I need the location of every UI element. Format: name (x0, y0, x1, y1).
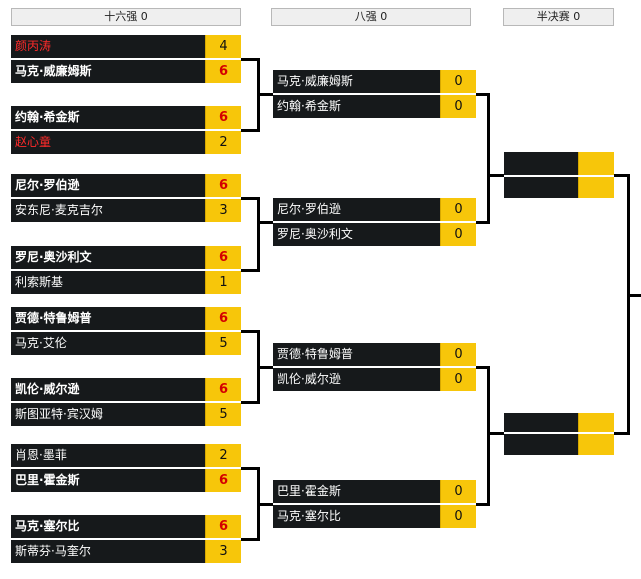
player-score: 1 (205, 271, 241, 294)
bracket-connector (476, 93, 490, 96)
player-name: 马克·塞尔比 (11, 515, 205, 538)
bracket-connector (241, 330, 259, 333)
bracket-connector (476, 366, 490, 369)
header-quarterfinals: 八强 0 (271, 8, 471, 26)
bracket-connector (627, 294, 641, 297)
bracket-connector (241, 401, 259, 404)
player-score: 6 (205, 469, 241, 492)
player-name: 贾德·特鲁姆普 (273, 343, 440, 366)
player-name: 马克·塞尔比 (273, 505, 440, 528)
bracket-connector (241, 197, 259, 200)
player-name: 约翰·希金斯 (11, 106, 205, 129)
player-name (504, 413, 578, 432)
player-score: 0 (440, 505, 476, 528)
player-name: 巴里·霍金斯 (273, 480, 440, 503)
player-name: 尼尔·罗伯逊 (11, 174, 205, 197)
player-score: 6 (205, 307, 241, 330)
bracket-connector (257, 221, 273, 224)
player-score: 0 (440, 223, 476, 246)
player-name: 赵心童 (11, 131, 205, 154)
player-name: 凯伦·威尔逊 (11, 378, 205, 401)
player-score: 6 (205, 378, 241, 401)
player-name (504, 434, 578, 455)
bracket-connector (487, 366, 490, 506)
player-score: 5 (205, 403, 241, 426)
player-score: 0 (440, 368, 476, 391)
bracket-connector (627, 174, 630, 435)
player-name (504, 177, 578, 198)
player-score: 0 (440, 95, 476, 118)
player-name: 贾德·特鲁姆普 (11, 307, 205, 330)
bracket-connector (476, 221, 490, 224)
player-name: 肖恩·墨菲 (11, 444, 205, 467)
player-name: 凯伦·威尔逊 (273, 368, 440, 391)
player-score: 0 (440, 480, 476, 503)
player-name: 斯图亚特·宾汉姆 (11, 403, 205, 426)
player-score (578, 434, 614, 455)
bracket-connector (487, 93, 490, 224)
header-round-of-16: 十六强 0 (11, 8, 241, 26)
player-score: 0 (440, 198, 476, 221)
bracket-connector (241, 269, 259, 272)
player-score: 3 (205, 199, 241, 222)
bracket-connector (257, 197, 260, 272)
player-name: 尼尔·罗伯逊 (273, 198, 440, 221)
player-score: 6 (205, 174, 241, 197)
player-score: 4 (205, 35, 241, 58)
bracket-connector (241, 129, 259, 132)
player-score: 6 (205, 515, 241, 538)
bracket-connector (257, 93, 273, 96)
bracket-connector (241, 467, 259, 470)
header-semifinals: 半决赛 0 (503, 8, 614, 26)
bracket-connector (487, 432, 504, 435)
player-score: 0 (440, 70, 476, 93)
player-score: 2 (205, 444, 241, 467)
player-name: 马克·艾伦 (11, 332, 205, 355)
player-name (504, 152, 578, 175)
player-score: 0 (440, 343, 476, 366)
bracket-connector (241, 538, 259, 541)
player-score: 6 (205, 106, 241, 129)
player-name: 利索斯基 (11, 271, 205, 294)
player-score: 6 (205, 60, 241, 83)
bracket-connector (257, 503, 273, 506)
player-name: 罗尼·奥沙利文 (273, 223, 440, 246)
player-name: 罗尼·奥沙利文 (11, 246, 205, 269)
player-name: 马克·威廉姆斯 (11, 60, 205, 83)
player-name: 巴里·霍金斯 (11, 469, 205, 492)
player-score (578, 152, 614, 175)
player-score (578, 177, 614, 198)
player-name: 约翰·希金斯 (273, 95, 440, 118)
bracket-connector (614, 174, 630, 177)
player-name: 斯蒂芬·马奎尔 (11, 540, 205, 563)
player-score (578, 413, 614, 432)
player-name: 颜丙涛 (11, 35, 205, 58)
player-score: 5 (205, 332, 241, 355)
bracket-connector (257, 366, 273, 369)
bracket-connector (487, 174, 504, 177)
player-score: 2 (205, 131, 241, 154)
player-name: 马克·威廉姆斯 (273, 70, 440, 93)
bracket-connector (476, 503, 490, 506)
player-name: 安东尼·麦克吉尔 (11, 199, 205, 222)
bracket-connector (614, 432, 630, 435)
bracket-connector (241, 58, 259, 61)
player-score: 6 (205, 246, 241, 269)
player-score: 3 (205, 540, 241, 563)
